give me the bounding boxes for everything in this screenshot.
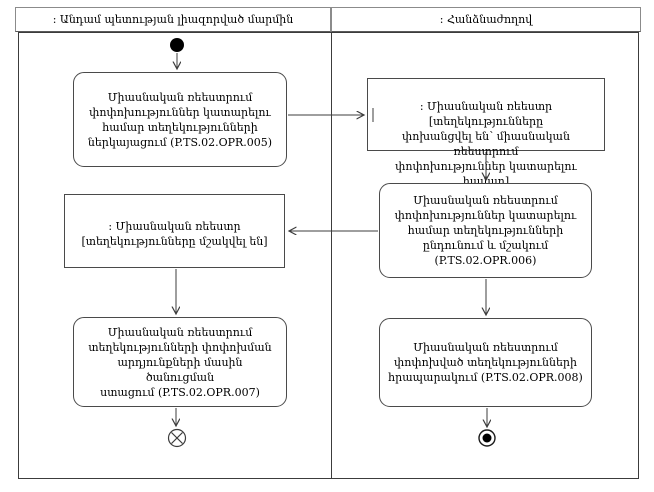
action-publish-changes: Միասնական ռեեստրում փոփոխված տեղեկությու… [379, 318, 592, 407]
action-receive-notification: Միասնական ռեեստրում տեղեկությունների փոփ… [73, 317, 287, 407]
swimlane-title-authorized-body: : Անդամ պետության լիազորված մարմին [15, 7, 331, 32]
object-node-registry-processed: : Միասնական ռեեստր [տեղեկությունները մշա… [64, 194, 285, 268]
object-node-registry-transferred: : Միասնական ռեեստր [տեղեկությունները փոխ… [367, 78, 605, 188]
swimlane-title-commission-label: : Հանձնաժողով [439, 13, 533, 26]
action-receive-process-label: Միասնական ռեեստրում փոփոխություններ կատա… [394, 194, 577, 267]
object-node-registry-transferred-label: : Միասնական ռեեստր [տեղեկությունները փոխ… [395, 100, 577, 188]
action-receive-notification-label: Միասնական ռեեստրում տեղեկությունների փոփ… [88, 325, 272, 399]
action-receive-process: Միասնական ռեեստրում փոփոխություններ կատա… [379, 183, 592, 278]
swimlane-title-commission: : Հանձնաժողով [331, 7, 641, 32]
action-submit-info-label: Միասնական ռեեստրում փոփոխություններ կատա… [87, 90, 273, 149]
swimlane-divider [331, 32, 332, 479]
swimlane-title-authorized-body-label: : Անդամ պետության լիազորված մարմին [52, 13, 294, 26]
initial-node-icon [170, 38, 184, 52]
object-node-registry-processed-label: : Միասնական ռեեստր [տեղեկությունները մշա… [81, 220, 268, 248]
action-submit-info: Միասնական ռեեստրում փոփոխություններ կատա… [73, 72, 287, 167]
action-publish-changes-label: Միասնական ռեեստրում փոփոխված տեղեկությու… [388, 341, 583, 384]
